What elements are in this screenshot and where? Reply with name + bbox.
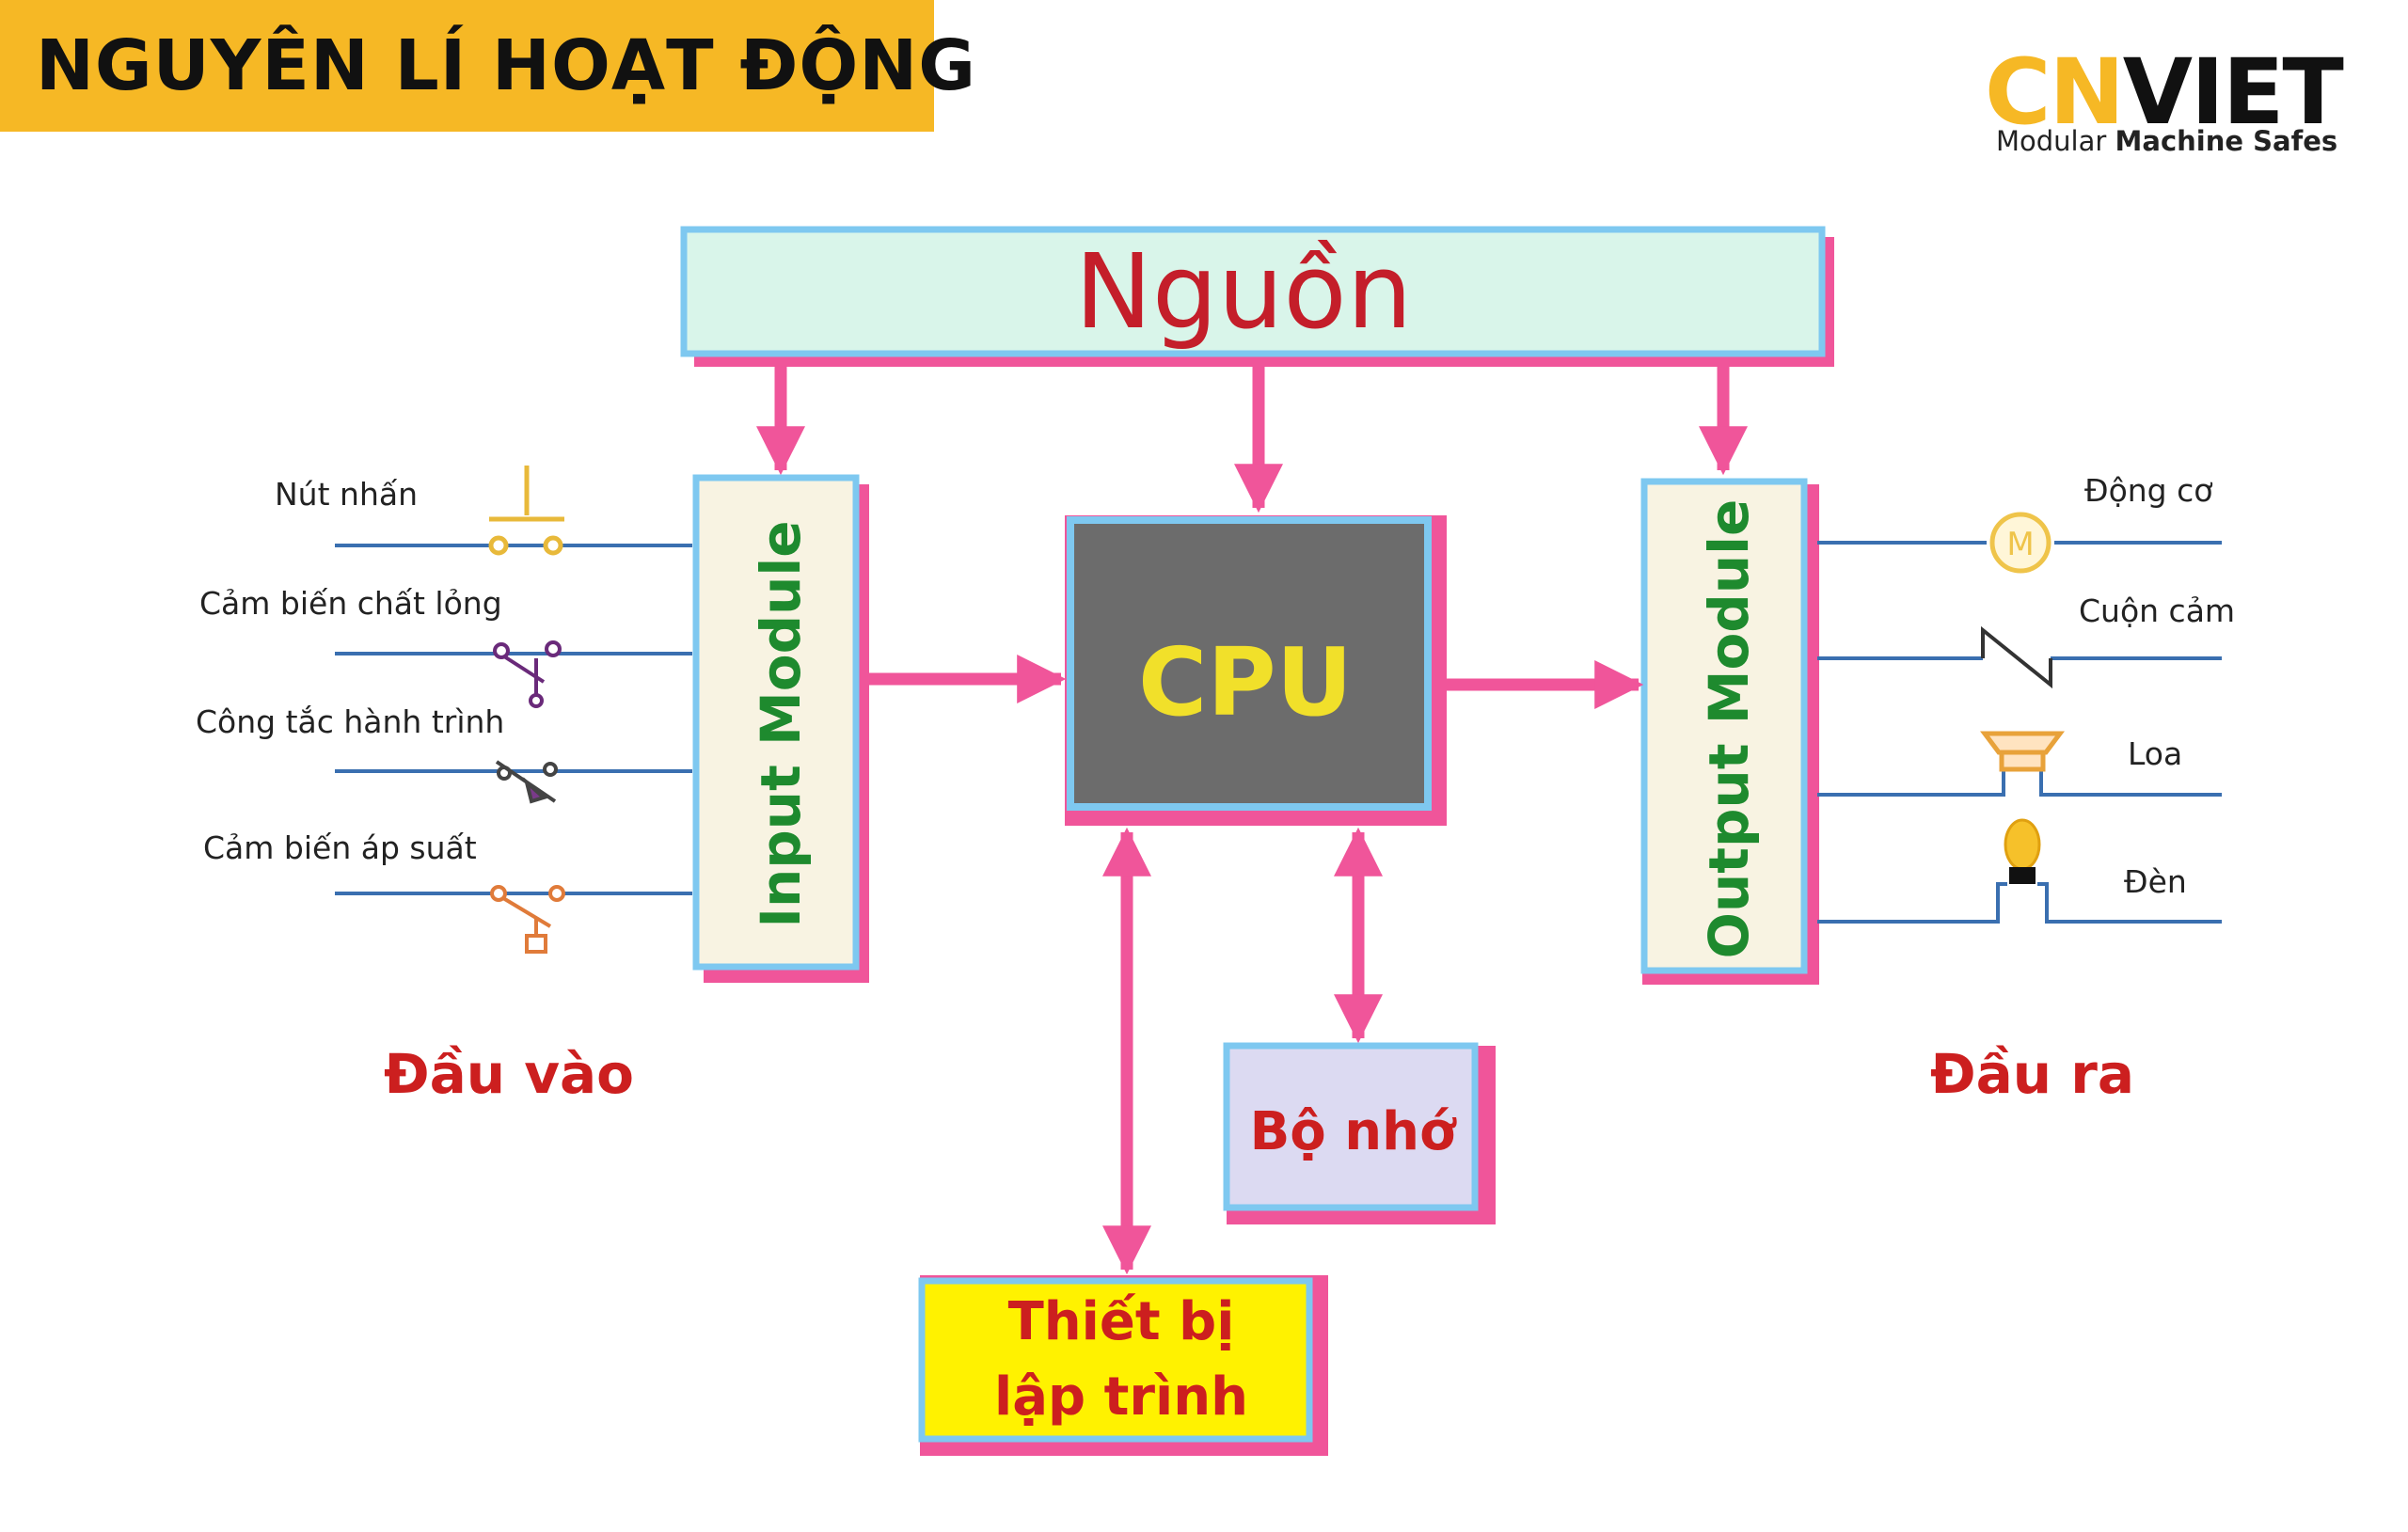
page-title: NGUYÊN LÍ HOẠT ĐỘNG: [36, 25, 976, 106]
liquid-sensor-switch-icon: [493, 640, 562, 708]
power-label: Nguồn: [1075, 231, 1413, 352]
programmer-label-line2: lập trình: [994, 1366, 1248, 1428]
power-arrows: [756, 367, 1748, 513]
push-button-icon: [488, 466, 564, 556]
cpu-label: CPU: [1138, 627, 1353, 737]
speaker-icon: [1980, 731, 2065, 772]
output-label-inductor: Cuộn cảm: [2079, 592, 2236, 629]
input-module-box: Input Module: [692, 474, 869, 983]
lamp-icon: [2004, 818, 2041, 884]
motor-symbol: M: [2006, 526, 2034, 563]
power-box: Nguồn: [680, 226, 1834, 367]
output-wires: [1817, 541, 2222, 924]
logo-viet: VIET: [2122, 39, 2344, 145]
logo-tagline-regular: Modular: [1996, 125, 2107, 157]
programmer-label-line1: Thiết bị: [1008, 1291, 1235, 1352]
outputs-title: Đầu ra: [1930, 1042, 2134, 1106]
output-module-box: Output Module: [1640, 478, 1819, 985]
output-label-motor: Động cơ: [2084, 472, 2213, 509]
input-label-liquid-sensor: Cảm biến chất lỏng: [199, 585, 502, 622]
input-label-push-button: Nút nhấn: [275, 476, 418, 513]
input-module-label: Input Module: [749, 520, 813, 927]
programmer-box: Thiết bị lập trình: [918, 1275, 1328, 1456]
inputs-title: Đầu vào: [384, 1042, 635, 1106]
brand-logo: CNVIET: [1985, 45, 2344, 139]
pressure-switch-icon: [490, 885, 565, 954]
input-label-pressure-sensor: Cảm biến áp suất: [203, 829, 477, 866]
output-label-speaker: Loa: [2128, 735, 2183, 772]
logo-tagline-bold: Machine Safes: [2115, 125, 2338, 157]
output-label-lamp: Đèn: [2124, 863, 2187, 900]
inductor-icon: [1981, 625, 2052, 689]
title-banner: NGUYÊN LÍ HOẠT ĐỘNG: [0, 0, 975, 132]
cpu-box: CPU: [1065, 515, 1447, 826]
limit-switch-icon: [495, 760, 558, 804]
memory-label: Bộ nhớ: [1250, 1101, 1457, 1162]
memory-box: Bộ nhớ: [1223, 1042, 1496, 1224]
logo-tagline: Modular Machine Safes: [1996, 125, 2337, 157]
output-module-label: Output Module: [1697, 499, 1761, 959]
motor-icon: M: [1989, 512, 2052, 574]
logo-cn: CN: [1985, 39, 2125, 145]
input-label-limit-switch: Công tắc hành trình: [196, 703, 505, 740]
